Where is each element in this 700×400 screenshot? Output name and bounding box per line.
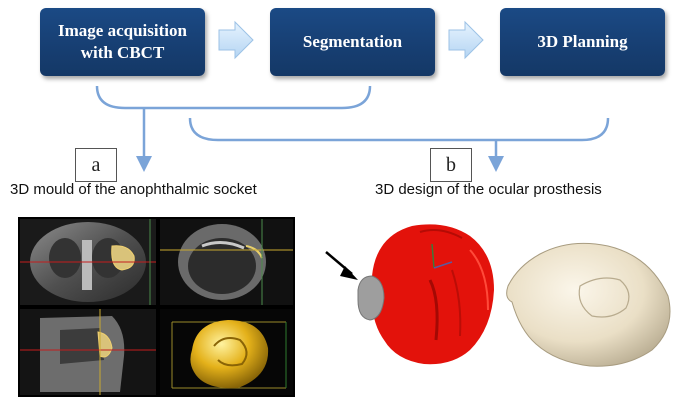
pointer-arrow — [325, 251, 358, 280]
ct-axial-view — [160, 219, 293, 305]
flow-arrow-2 — [448, 20, 484, 60]
arrowhead-b — [488, 156, 504, 172]
gold-mould-3d-view — [160, 309, 293, 395]
step-image-acquisition: Image acquisition with CBCT — [40, 8, 205, 76]
ct-coronal-view — [20, 219, 156, 305]
arrowhead-a — [136, 156, 152, 172]
step-3d-planning: 3D Planning — [500, 8, 665, 76]
bracket-a — [95, 85, 372, 110]
bracket-b — [188, 117, 610, 142]
branch-label-b: b — [430, 148, 472, 182]
red-prosthesis-model — [357, 224, 494, 365]
ct-sagittal-view — [20, 309, 156, 395]
ct-viewer-panel — [18, 217, 295, 397]
flow-arrow-1 — [218, 20, 254, 60]
caption-prosthesis: 3D design of the ocular prosthesis — [375, 181, 602, 198]
caption-mould: 3D mould of the anophthalmic socket — [10, 181, 257, 198]
beige-prosthesis-model — [506, 242, 671, 367]
step-segmentation: Segmentation — [270, 8, 435, 76]
branch-label-a: a — [75, 148, 117, 182]
